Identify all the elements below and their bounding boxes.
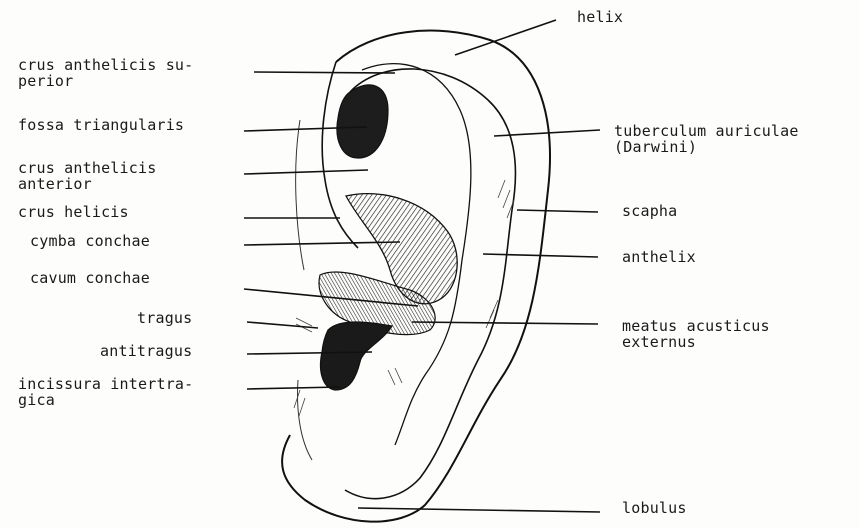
- label-tragus-text: tragus: [137, 310, 192, 326]
- label-antitragus-text: antitragus: [100, 343, 192, 359]
- face-contour: [296, 120, 312, 460]
- label-incissura-intertragica-line1: incissura intertra-: [18, 376, 193, 392]
- label-anthelix-text: anthelix: [622, 249, 696, 265]
- label-crus-helicis-text: crus helicis: [18, 204, 129, 220]
- leader-tragus: [247, 322, 318, 328]
- label-helix: helix: [577, 9, 623, 25]
- leader-lobulus: [358, 508, 600, 512]
- leader-cymba-conchae: [244, 242, 400, 245]
- label-tragus: tragus: [137, 310, 192, 326]
- label-tuberculum-auriculae: tuberculum auriculae (Darwini): [614, 123, 799, 155]
- label-incissura-intertragica-line2: gica: [18, 392, 193, 408]
- label-cymba-conchae: cymba conchae: [30, 233, 150, 249]
- label-meatus-acusticus-externus-line2: externus: [622, 334, 770, 350]
- label-crus-anthelicis-anterior-line2: anterior: [18, 176, 156, 192]
- label-incissura-intertragica: incissura intertra- gica: [18, 376, 193, 408]
- label-scapha: scapha: [622, 203, 677, 219]
- label-crus-anthelicis-anterior-line1: crus anthelicis: [18, 160, 156, 176]
- leader-crus-anthelicis-anterior: [244, 170, 368, 174]
- label-lobulus: lobulus: [622, 500, 687, 516]
- label-scapha-text: scapha: [622, 203, 677, 219]
- label-helix-text: helix: [577, 9, 623, 25]
- label-tuberculum-auriculae-line2: (Darwini): [614, 139, 799, 155]
- label-tuberculum-auriculae-line1: tuberculum auriculae: [614, 123, 799, 139]
- leader-crus-anthelicis-superior: [254, 72, 395, 73]
- label-lobulus-text: lobulus: [622, 500, 687, 516]
- leader-incissura-intertragica: [247, 387, 340, 389]
- leader-scapha: [517, 210, 598, 212]
- label-crus-anthelicis-superior: crus anthelicis su- perior: [18, 57, 193, 89]
- label-antitragus: antitragus: [100, 343, 192, 359]
- label-meatus-acusticus-externus-line1: meatus acusticus: [622, 318, 770, 334]
- label-crus-anthelicis-anterior: crus anthelicis anterior: [18, 160, 156, 192]
- label-cymba-conchae-text: cymba conchae: [30, 233, 150, 249]
- label-fossa-triangularis-text: fossa triangularis: [18, 117, 184, 133]
- label-meatus-acusticus-externus: meatus acusticus externus: [622, 318, 770, 350]
- label-crus-anthelicis-superior-line1: crus anthelicis su-: [18, 57, 193, 73]
- leader-helix: [455, 20, 556, 55]
- label-anthelix: anthelix: [622, 249, 696, 265]
- label-cavum-conchae: cavum conchae: [30, 270, 150, 286]
- meatus-acusticus-shading: [321, 322, 392, 390]
- label-crus-anthelicis-superior-line2: perior: [18, 73, 193, 89]
- label-fossa-triangularis: fossa triangularis: [18, 117, 184, 133]
- fossa-triangularis-shading: [337, 85, 388, 158]
- leader-meatus-acusticus-externus: [412, 322, 598, 324]
- label-crus-helicis: crus helicis: [18, 204, 129, 220]
- label-cavum-conchae-text: cavum conchae: [30, 270, 150, 286]
